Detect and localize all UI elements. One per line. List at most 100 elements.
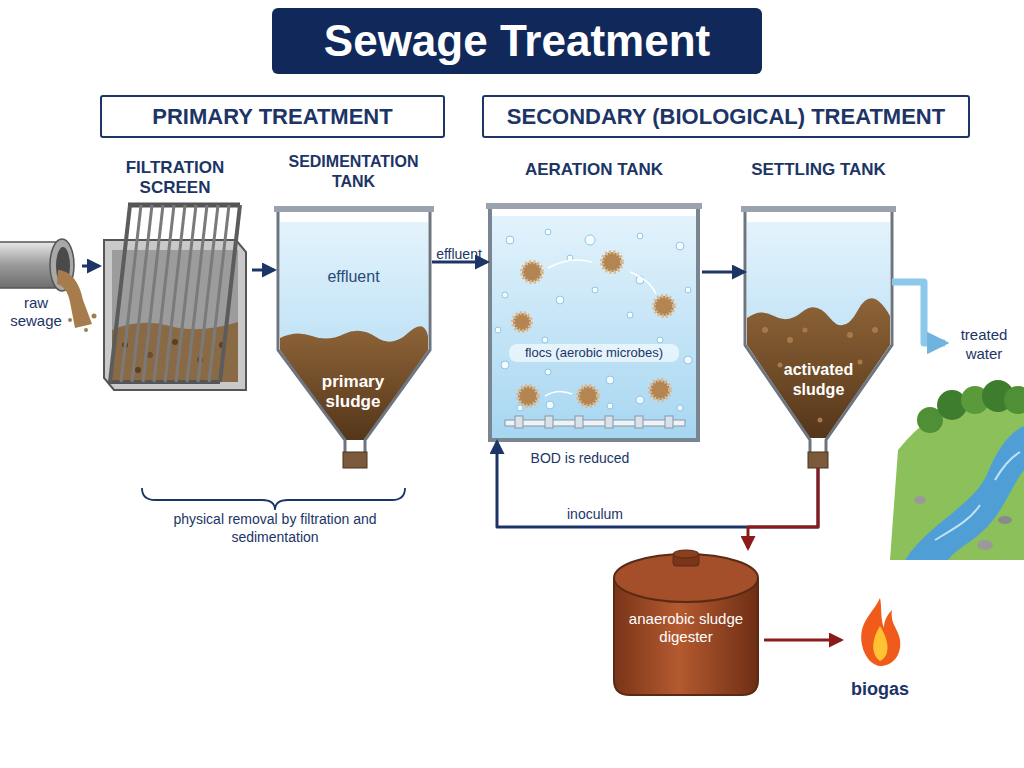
air-bubbles-part [606,376,614,384]
aeration-tank-drawing-part [486,203,702,209]
node-heading: raw sewage [6,294,66,330]
screen-drawing-part [154,205,174,382]
aeration-tank-drawing-part [490,216,698,440]
sludge-texture-part [787,337,793,343]
inlet-pipe-drawing-part [57,270,92,328]
settling-tank-drawing [741,206,896,468]
screen-drawing [104,205,246,390]
node-text: effluent [275,268,432,286]
node-heading: biogas [845,678,915,700]
sludge-texture-part [818,418,823,423]
annotation-label: BOD is reduced [500,449,660,467]
river-scene-part [998,516,1012,524]
aeration-tank-drawing-part [545,416,553,428]
air-bubbles-part [676,242,684,250]
treated-water-outlet: treated water [945,322,1023,368]
river-scene-part [935,505,980,540]
flow-connector [748,468,818,548]
node-heading: PRIMARY TREATMENT [102,97,443,136]
sludge-texture-part [803,328,808,333]
screen-drawing-part [165,205,185,382]
digester-drawing-part [673,550,699,558]
node-heading: SEDIMENTATION TANK [271,152,436,192]
digester-drawing [614,550,758,695]
screen-drawing-part [135,367,141,373]
sedimentation-tank-drawing-part [280,222,428,440]
air-bubbles-part [502,292,508,298]
flow-connector [252,269,274,272]
settling-tank-drawing-part [741,206,896,212]
screen-drawing-part [132,205,152,382]
microbial-flocs-part [650,380,670,400]
node-heading: SETTLING TANK [735,160,902,180]
sedimentation-tank-drawing [274,206,434,468]
sludge-digester: anaerobic sludge digester [612,548,760,697]
aeration-tank-drawing-part [605,416,613,428]
microbial-flocs-part [518,386,538,406]
filtration-screen: FILTRATION SCREEN [100,156,250,392]
mixing-arrows-part [545,391,572,396]
inlet-pipe-drawing-part [68,318,72,322]
air-bubbles-part [657,337,663,343]
flow-connector [702,271,744,274]
node-heading: AERATION TANK [488,160,700,180]
connector-label: inoculum [550,506,640,522]
microbial-flocs-part [654,296,674,316]
node-text: activated sludge [770,360,867,400]
flame-icon-part [861,598,900,666]
aeration-tank-drawing [486,203,702,440]
air-bubbles-part [545,369,551,375]
mixing-arrows [545,260,656,396]
air-bubbles-part [607,403,613,409]
settling-tank-drawing-part [747,222,890,438]
aeration-tank-drawing-part [490,207,698,440]
section-header: PRIMARY TREATMENT [100,95,445,138]
node-heading: SECONDARY (BIOLOGICAL) TREATMENT [484,97,968,136]
settling-tank-drawing-part [747,298,890,438]
aeration-tank-drawing-part [665,416,673,428]
aeration-tank-drawing-part [515,416,523,428]
screen-drawing-part [209,205,229,382]
section-header: SECONDARY (BIOLOGICAL) TREATMENT [482,95,970,138]
sludge-texture-part [762,327,768,333]
screen-drawing-part [147,352,153,358]
biogas-output: biogas [845,598,915,706]
flow-connector [82,265,99,268]
microbial-flocs [513,252,674,406]
air-bubbles-part [585,235,595,245]
air-bubbles-part [637,233,643,239]
air-bubbles-part [685,287,691,293]
air-bubbles-part [556,296,564,304]
connector-label: effluent [414,246,504,262]
node-text: primary sludge [303,372,403,412]
flame-icon [861,598,900,666]
flow-connector [764,639,841,642]
microbial-flocs-part [602,252,622,272]
air-bubbles-part [627,312,633,318]
screen-drawing-part [143,205,163,382]
inlet-pipe: raw sewage [0,236,80,332]
node-heading: FILTRATION SCREEN [110,158,240,198]
air-bubbles-part [542,337,548,343]
aeration-tank-drawing-part [505,420,685,426]
air-bubbles-part [677,405,683,411]
sedimentation-tank-drawing-part [274,206,434,212]
microbial-flocs-part [513,313,531,331]
screen-drawing-part [121,205,141,382]
sludge-texture-part [847,332,853,338]
river-scene [890,380,1024,560]
aeration-tank-drawing-part [575,416,583,428]
sludge-texture-part [872,327,878,333]
air-bubbles [495,229,692,411]
river-scene-part [977,540,993,550]
sludge-texture [762,327,878,423]
microbial-flocs-part [578,386,598,406]
flame-icon-part [873,626,887,661]
sedimentation-tank: SEDIMENTATION TANKeffluentprimary sludge [275,150,432,470]
mixing-arrows-part [548,260,592,268]
node-heading: treated water [945,325,1023,363]
air-bubbles-part [546,401,554,409]
river-scene-part [1004,386,1024,414]
screen-drawing-part [176,205,196,382]
